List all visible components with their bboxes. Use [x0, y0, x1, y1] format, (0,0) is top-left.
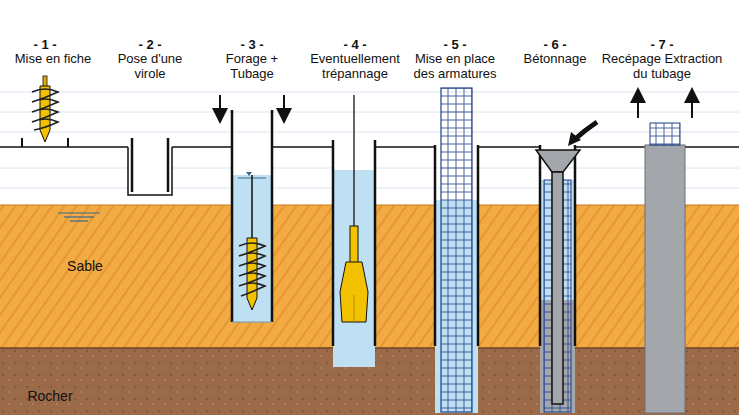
step-number: - 1 - [15, 38, 75, 53]
step-number: - 3 - [222, 38, 282, 53]
soil-layer-label: Sable [50, 258, 120, 274]
step-title: Mise en place des armatures [405, 52, 505, 82]
step-title: Pose d'une virole [102, 52, 198, 82]
soil-layer-label: Rocher [10, 388, 90, 404]
step-title: Bétonnage [510, 52, 600, 67]
step-title: Forage + Tubage [213, 52, 291, 82]
step-title: Recépage Extraction du tubage [596, 52, 728, 82]
step-number: - 6 - [525, 38, 585, 53]
step-number: - 2 - [120, 38, 180, 53]
step-number: - 4 - [325, 38, 385, 53]
step-title: Eventuellement trépannage [303, 52, 407, 82]
step-title: Mise en fiche [3, 52, 103, 67]
step-number: - 5 - [425, 38, 485, 53]
step-number: - 7 - [632, 38, 692, 53]
